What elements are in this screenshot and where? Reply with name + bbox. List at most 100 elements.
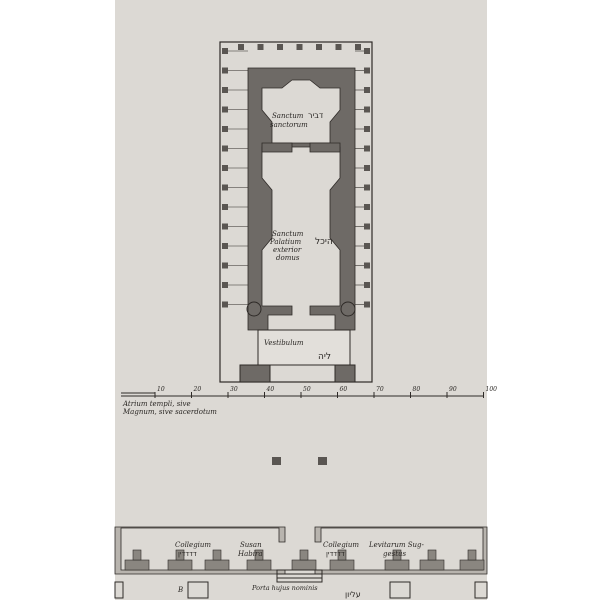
scale-tick-label: 80 bbox=[413, 386, 421, 393]
pier bbox=[291, 559, 317, 571]
scale-tick-label: 60 bbox=[340, 386, 348, 393]
pillar-left bbox=[272, 457, 281, 465]
column bbox=[222, 87, 228, 93]
label-palatium-4: domus bbox=[276, 254, 300, 262]
portico-columns bbox=[222, 44, 370, 308]
pier bbox=[329, 559, 355, 571]
pier-stem bbox=[212, 549, 222, 561]
column bbox=[222, 204, 228, 210]
porch-left bbox=[239, 364, 271, 383]
column bbox=[355, 44, 361, 50]
portico-outline bbox=[219, 41, 373, 383]
column bbox=[364, 145, 370, 152]
column bbox=[222, 243, 228, 249]
pier-stem bbox=[337, 549, 347, 561]
pier-stem bbox=[175, 549, 185, 561]
scale-tick-label: 10 bbox=[157, 386, 165, 393]
column bbox=[364, 184, 370, 191]
column bbox=[364, 282, 370, 288]
label-levitarum-1: Levitarum Sug- bbox=[368, 541, 424, 549]
label-susan-2: Habira bbox=[237, 550, 263, 558]
pier-stem bbox=[427, 549, 437, 561]
pier bbox=[459, 559, 485, 571]
base-edge-right bbox=[474, 581, 488, 599]
court-piers bbox=[124, 549, 485, 571]
vestibulum-room bbox=[257, 329, 351, 366]
pier bbox=[419, 559, 445, 571]
label-susan-1: Susan bbox=[240, 541, 262, 549]
base-right bbox=[389, 581, 411, 599]
hebrew-dvir: דביר bbox=[308, 111, 324, 120]
column bbox=[222, 165, 228, 171]
column bbox=[222, 282, 228, 288]
stair-left-icon bbox=[246, 301, 262, 317]
paper bbox=[115, 0, 487, 600]
column bbox=[277, 44, 283, 50]
pier bbox=[246, 559, 272, 571]
label-palatium-3: exterior bbox=[273, 246, 302, 254]
collegia-left-wing bbox=[114, 526, 286, 575]
scale-tick-label: 40 bbox=[266, 386, 275, 393]
pier bbox=[124, 559, 150, 571]
inner-divider bbox=[261, 142, 341, 153]
letter-b: B bbox=[177, 586, 183, 594]
base-edge-left bbox=[114, 581, 124, 599]
column bbox=[335, 44, 342, 50]
column bbox=[296, 44, 303, 50]
hebrew-vestibulum: ליה bbox=[318, 352, 331, 362]
hebrew-collegium-right: דדדדין bbox=[326, 550, 345, 558]
column bbox=[222, 301, 228, 308]
label-levitarum-2: gestus bbox=[383, 550, 407, 558]
column bbox=[364, 48, 370, 54]
column bbox=[222, 126, 228, 132]
pier bbox=[167, 559, 193, 571]
column bbox=[222, 48, 228, 54]
pier-stem bbox=[132, 549, 142, 561]
pillar-right bbox=[318, 457, 327, 465]
scale-tick-label: 20 bbox=[193, 386, 202, 393]
column bbox=[364, 106, 370, 113]
scale-tick-label: 70 bbox=[376, 386, 384, 393]
hebrew-heikhal: היכל bbox=[315, 237, 333, 247]
pier-stem bbox=[299, 549, 309, 561]
label-palatium-1: Sanctum bbox=[272, 230, 304, 238]
column bbox=[364, 126, 370, 132]
scale-tick-label: 30 bbox=[230, 386, 238, 393]
hebrew-gate: עליון bbox=[345, 590, 361, 599]
scale-caption-2: Magnum, sive sacerdotum bbox=[122, 408, 217, 416]
scale-tick-label: 90 bbox=[449, 386, 457, 393]
column bbox=[364, 67, 370, 74]
porch-right bbox=[334, 364, 356, 383]
label-collegium-right: Collegium bbox=[323, 541, 359, 549]
column bbox=[364, 223, 370, 230]
scale-caption-1: Atrium templi, sive bbox=[122, 400, 191, 408]
gate-steps bbox=[276, 569, 323, 583]
column bbox=[222, 223, 228, 230]
pier-stem bbox=[467, 549, 477, 561]
scale-tick-label: 50 bbox=[303, 386, 311, 393]
column bbox=[257, 44, 264, 50]
label-sanctum-1: Sanctum bbox=[272, 112, 304, 120]
column bbox=[364, 165, 370, 171]
column bbox=[364, 87, 370, 93]
column bbox=[222, 106, 228, 113]
column bbox=[364, 301, 370, 308]
pier bbox=[204, 559, 230, 571]
column bbox=[364, 204, 370, 210]
column bbox=[364, 243, 370, 249]
label-collegium-left: Collegium bbox=[175, 541, 211, 549]
label-sanctum-2: sanctorum bbox=[270, 121, 308, 129]
column bbox=[222, 262, 228, 269]
pier-stem bbox=[254, 549, 264, 561]
hebrew-collegium-left: דדדדין bbox=[178, 550, 197, 558]
label-palatium-2: Palatium bbox=[269, 238, 302, 246]
column bbox=[222, 67, 228, 74]
label-gate: Porta hujus nominis bbox=[251, 584, 318, 592]
column bbox=[238, 44, 244, 50]
column bbox=[222, 145, 228, 152]
column bbox=[364, 262, 370, 269]
base-left bbox=[187, 581, 209, 599]
